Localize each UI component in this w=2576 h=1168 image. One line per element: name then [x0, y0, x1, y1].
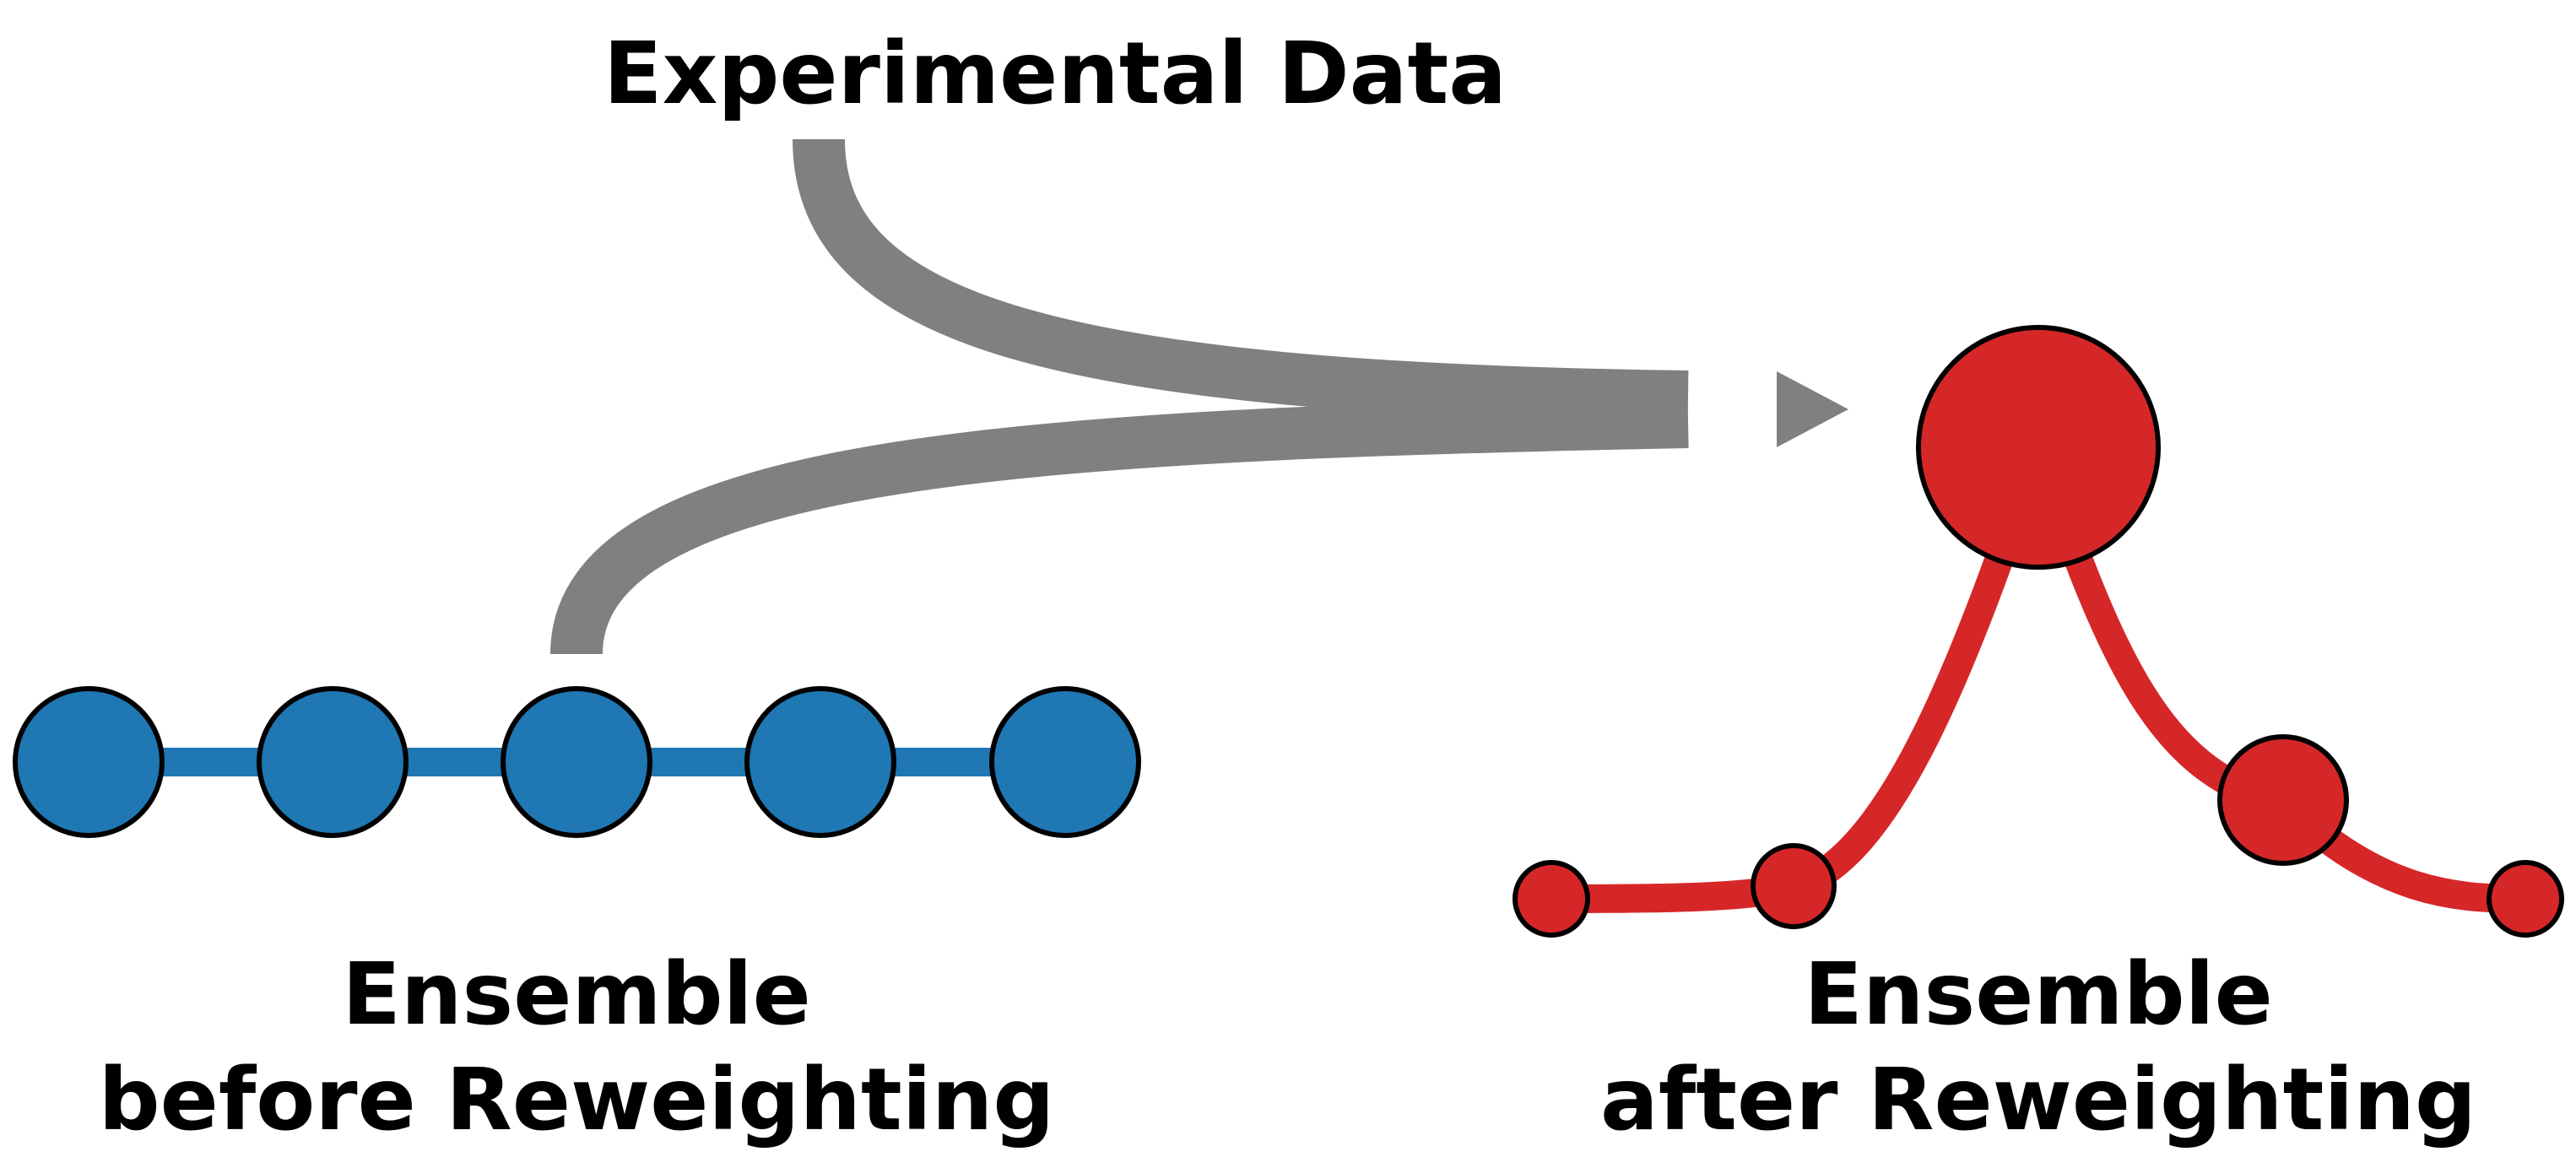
- merge-arrow: [550, 138, 1848, 656]
- after-state-5: [2487, 860, 2564, 938]
- before-label-line2: before Reweighting: [99, 1050, 1055, 1150]
- before-state-2: [257, 686, 409, 838]
- before-state-3: [501, 686, 652, 838]
- arrow-branch-from-data: [793, 138, 1689, 423]
- after-state-2: [1751, 843, 1837, 929]
- after-ensemble: [1513, 325, 2564, 938]
- before-state-5: [989, 686, 1141, 838]
- experimental-data-title: Experimental Data: [603, 24, 1507, 124]
- before-label-line1: Ensemble: [342, 944, 811, 1045]
- arrow-branch-from-ensemble: [550, 396, 1689, 656]
- after-state-1: [1513, 860, 1590, 938]
- after-state-4: [2217, 734, 2349, 866]
- before-ensemble: [13, 686, 1141, 838]
- arrow-head: [1777, 371, 1848, 447]
- before-state-1: [13, 686, 165, 838]
- after-label-line1: Ensemble: [1804, 944, 2273, 1045]
- after-state-3: [1916, 325, 2161, 570]
- before-state-4: [744, 686, 896, 838]
- after-label-line2: after Reweighting: [1600, 1050, 2476, 1150]
